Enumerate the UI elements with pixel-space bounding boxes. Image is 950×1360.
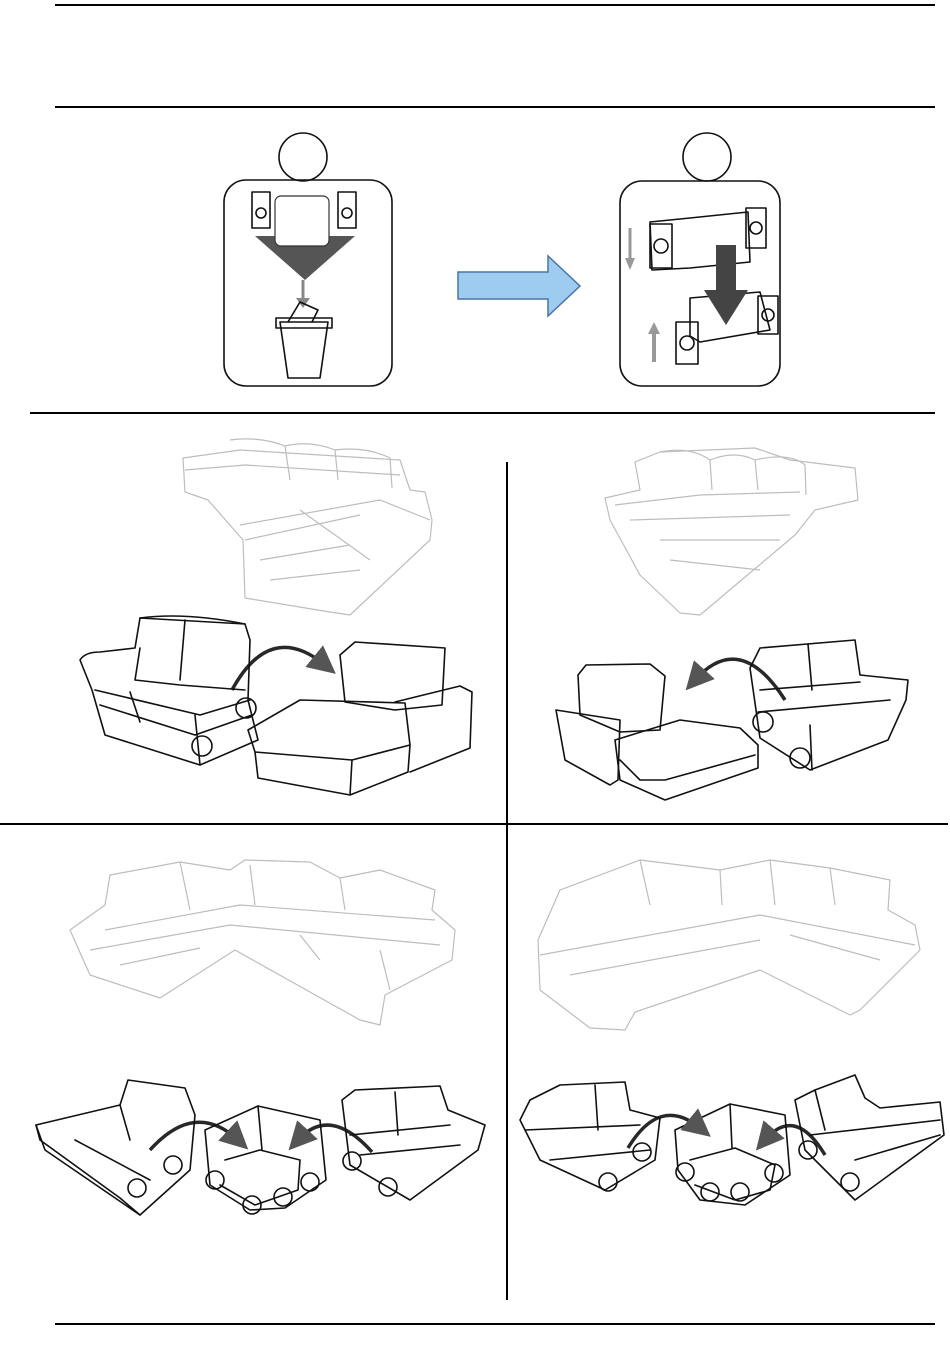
curved-arrow-icon xyxy=(695,659,785,700)
sofa-module-right xyxy=(750,640,908,770)
sofa-module-right xyxy=(795,1075,944,1200)
sofa-module-chaise xyxy=(248,642,472,795)
assembled-sofa-ghost xyxy=(538,860,920,1030)
assembled-sofa-ghost xyxy=(183,439,432,615)
step-b-card xyxy=(620,133,780,386)
connector-bracket-icon xyxy=(625,208,778,364)
panel-top-left xyxy=(80,439,472,795)
panel-top-right xyxy=(556,448,908,800)
sofa-module-left xyxy=(80,616,258,765)
step-a-card xyxy=(224,133,392,386)
curved-arrow-icon xyxy=(232,647,325,690)
curved-arrow-icon xyxy=(298,1125,372,1152)
panel-bottom-right xyxy=(520,860,944,1205)
panel-bottom-left xyxy=(36,860,485,1215)
assembled-sofa-ghost xyxy=(605,448,858,615)
step-a-badge xyxy=(279,133,327,181)
curved-arrow-icon xyxy=(765,1126,825,1155)
sofa-module-chaise xyxy=(556,664,758,800)
sofa-module-corner xyxy=(205,1106,326,1214)
step-b-badge xyxy=(683,133,731,181)
sofa-module-left xyxy=(36,1080,195,1215)
assembled-sofa-ghost xyxy=(70,860,455,1025)
sofa-module-corner xyxy=(675,1104,790,1205)
next-step-arrow-icon xyxy=(458,256,580,316)
packaging-removal-icon xyxy=(252,192,356,378)
sofa-module-left xyxy=(520,1082,660,1191)
